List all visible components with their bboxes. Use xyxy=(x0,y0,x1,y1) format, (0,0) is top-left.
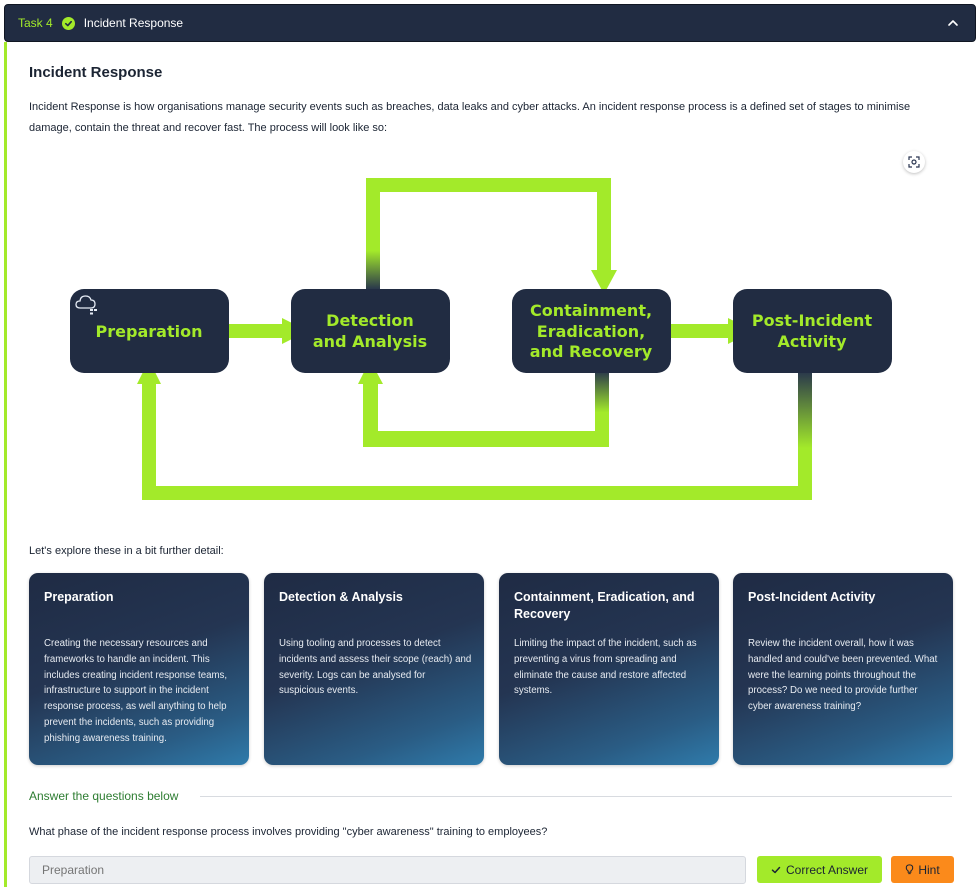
stage-box-detection xyxy=(291,289,450,373)
hint-label: Hint xyxy=(918,862,940,877)
stage-label-containment-1: Containment, xyxy=(530,301,652,320)
task-title: Incident Response xyxy=(83,16,184,30)
explore-text: Let's explore these in a bit further det… xyxy=(29,545,224,557)
task-number: Task 4 xyxy=(18,16,53,30)
stage-label-preparation: Preparation xyxy=(96,322,203,341)
arrow-prep-det-shaft xyxy=(228,324,284,338)
section-heading: Incident Response xyxy=(29,64,163,81)
zoom-button[interactable] xyxy=(903,151,925,173)
lightbulb-icon xyxy=(906,864,914,875)
card-text: Review the incident overall, how it was … xyxy=(748,638,938,713)
answer-input[interactable] xyxy=(29,856,746,884)
card-containment: Containment, Eradication, and Recovery L… xyxy=(499,573,719,765)
card-title: Preparation xyxy=(44,590,114,604)
loop-mid-up xyxy=(363,382,378,447)
loop-mid-down xyxy=(595,370,609,447)
card-preparation: Preparation Creating the necessary resou… xyxy=(29,573,249,765)
stage-label-post-incident-1: Post-Incident xyxy=(752,311,873,330)
stage-label-detection-1: Detection xyxy=(326,311,414,330)
loop-top-horizontal xyxy=(366,178,611,192)
stage-label-containment-3: and Recovery xyxy=(530,342,653,361)
card-title: Containment, Eradication, and Recovery xyxy=(514,590,695,621)
loop-big-up xyxy=(142,382,156,500)
check-circle-icon xyxy=(61,16,75,30)
section-divider xyxy=(200,796,952,797)
zoom-icon xyxy=(908,156,920,168)
task-header[interactable]: Task 4 Incident Response xyxy=(4,4,976,42)
task-content xyxy=(4,42,978,887)
check-icon xyxy=(771,866,781,873)
question-text: What phase of the incident response proc… xyxy=(29,826,548,838)
card-title: Detection & Analysis xyxy=(279,590,403,604)
card-detection-analysis: Detection & Analysis Using tooling and p… xyxy=(264,573,484,765)
loop-big-horizontal xyxy=(142,486,812,500)
chevron-up-icon[interactable] xyxy=(946,16,960,30)
hint-button[interactable]: Hint xyxy=(891,856,954,883)
card-text: Limiting the impact of the incident, suc… xyxy=(514,638,697,697)
loop-top-arrowhead xyxy=(591,270,617,294)
questions-section-label: Answer the questions below xyxy=(29,789,179,803)
card-post-incident: Post-Incident Activity Review the incide… xyxy=(733,573,953,765)
intro-paragraph: Incident Response is how organisations m… xyxy=(29,101,911,134)
loop-top-down xyxy=(597,178,611,276)
stage-box-post-incident xyxy=(733,289,892,373)
card-text: Using tooling and processes to detect in… xyxy=(279,638,472,697)
card-text: Creating the necessary resources and fra… xyxy=(44,638,228,744)
arrow-cont-post-shaft xyxy=(670,324,730,338)
stage-label-post-incident-2: Activity xyxy=(778,332,848,351)
stage-box-containment xyxy=(512,289,671,373)
correct-answer-label: Correct Answer xyxy=(785,862,869,877)
stage-box-preparation xyxy=(70,289,229,373)
loop-top-up xyxy=(366,178,380,290)
card-title: Post-Incident Activity xyxy=(748,590,876,604)
stage-label-containment-2: Eradication, xyxy=(537,322,645,341)
loop-big-down xyxy=(798,370,812,500)
correct-answer-button[interactable]: Correct Answer xyxy=(757,856,882,883)
cloud-icon xyxy=(75,295,97,315)
loop-mid-horizontal xyxy=(363,431,609,447)
stage-label-detection-2: and Analysis xyxy=(313,332,427,351)
incident-response-diagram: Preparation Detection and Analysis Conta… xyxy=(60,170,910,510)
